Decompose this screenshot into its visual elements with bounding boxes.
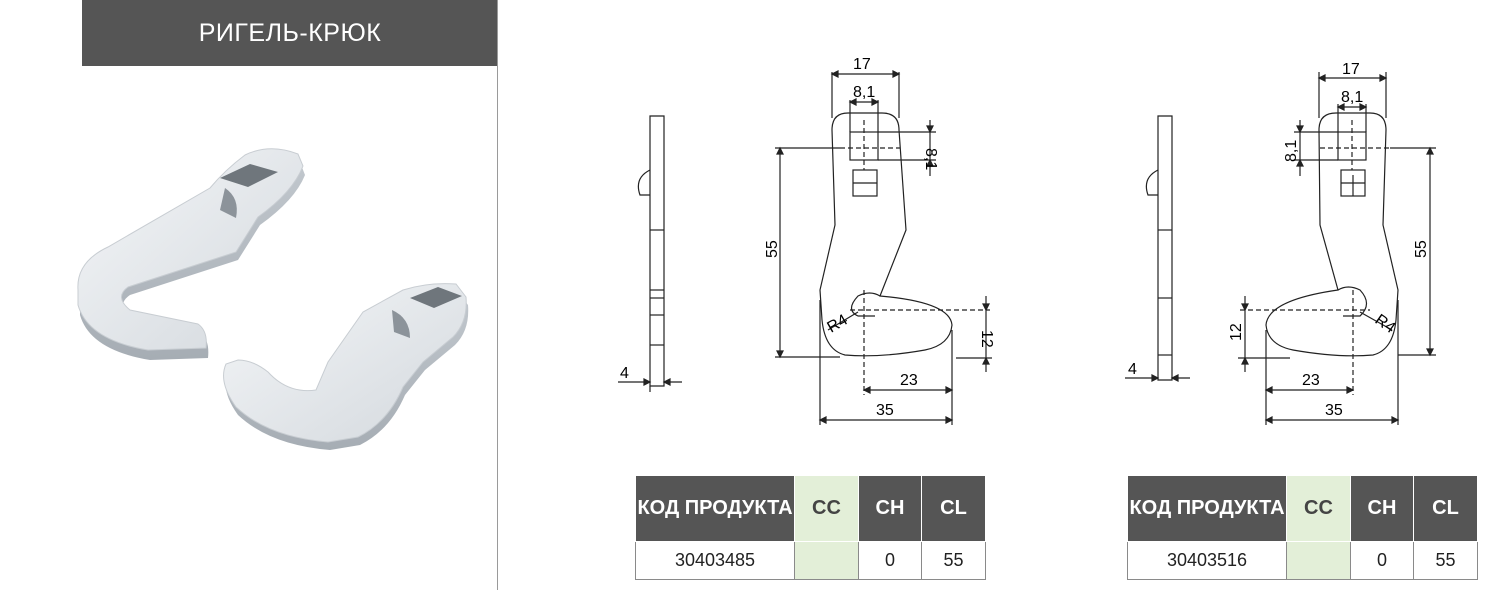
- cell-ch: 0: [858, 541, 922, 580]
- technical-drawing-2: 17 8,1 8,1 55 R4 12 23 35 4: [1125, 61, 1436, 425]
- dim-radius: R4: [1372, 311, 1399, 337]
- dim-slot-width: 8,1: [853, 84, 875, 101]
- product-title: РИГЕЛЬ-КРЮК: [82, 0, 498, 66]
- dim-hook-gap: 12: [978, 330, 995, 348]
- dim-total-width: 35: [876, 402, 894, 419]
- product-table-2: КОД ПРОДУКТА CC CH CL 30403516 0 55: [1127, 475, 1478, 580]
- vertical-divider: [497, 0, 498, 590]
- dim-width-top: 17: [853, 56, 871, 73]
- dim-slot-height: 8,1: [1283, 140, 1300, 162]
- table-row: 30403516 0 55: [1127, 541, 1478, 580]
- header-cc: CC: [1286, 475, 1351, 542]
- header-code: КОД ПРОДУКТА: [635, 475, 795, 542]
- header-ch: CH: [1350, 475, 1414, 542]
- dim-height: 55: [1413, 240, 1430, 258]
- header-cl: CL: [921, 475, 986, 542]
- dim-height: 55: [764, 240, 781, 258]
- header-code: КОД ПРОДУКТА: [1127, 475, 1287, 542]
- product-image: [77, 148, 469, 450]
- dim-hook-inner: 23: [900, 372, 918, 389]
- dim-thickness: 4: [1128, 361, 1137, 378]
- cell-cl: 55: [921, 541, 986, 580]
- cell-ch: 0: [1350, 541, 1414, 580]
- header-ch: CH: [858, 475, 922, 542]
- dim-thickness: 4: [620, 365, 629, 382]
- cell-code: 30403485: [635, 541, 795, 580]
- dim-hook-gap: 12: [1228, 323, 1245, 341]
- header-cc: CC: [794, 475, 859, 542]
- dim-slot-width: 8,1: [1341, 89, 1363, 106]
- cell-code: 30403516: [1127, 541, 1287, 580]
- cell-cc: [794, 541, 859, 580]
- product-table-1: КОД ПРОДУКТА CC CH CL 30403485 0 55: [635, 475, 986, 580]
- dim-hook-inner: 23: [1302, 372, 1320, 389]
- header-cl: CL: [1413, 475, 1478, 542]
- cell-cc: [1286, 541, 1351, 580]
- table-row: 30403485 0 55: [635, 541, 986, 580]
- dim-width-top: 17: [1342, 61, 1360, 78]
- dim-slot-height: 8,1: [922, 148, 939, 170]
- dim-total-width: 35: [1325, 402, 1343, 419]
- technical-drawing-1: 17 8,1 8,1 55 R4 12 23 35 4: [618, 56, 995, 425]
- dim-radius: R4: [825, 311, 851, 336]
- cell-cl: 55: [1413, 541, 1478, 580]
